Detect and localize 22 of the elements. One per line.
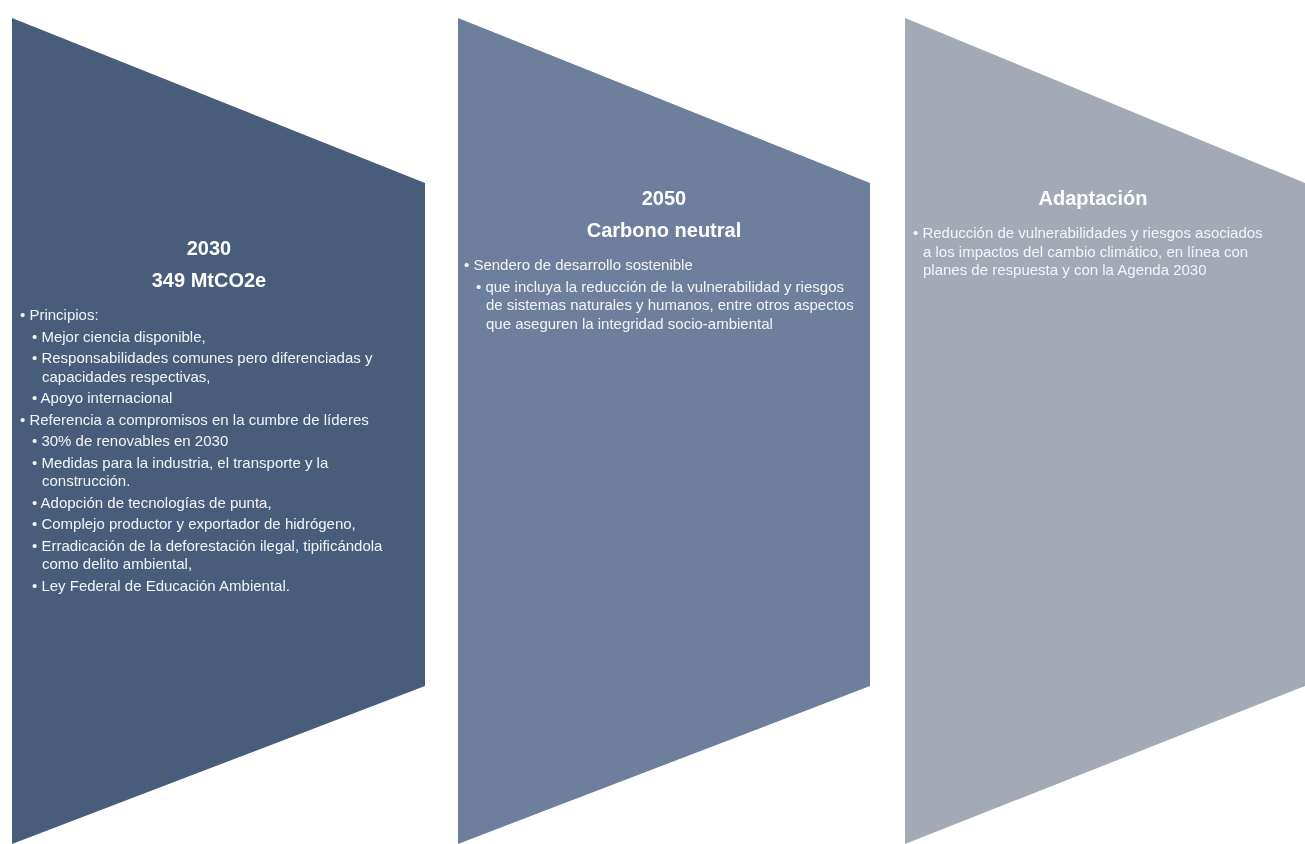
bullet-point: • Reducción de vulnerabilidades y riesgos asociados a los impactos del cambio climático, en línea con planes de respuesta y con la Agenda 2030 [913, 224, 1264, 280]
bullet-point: • Adopción de tecnologías de punta, [32, 493, 273, 512]
bullet-point: • Complejo productor y exportador de hidrógeno, [32, 515, 357, 534]
chevron-panel [458, 18, 870, 844]
bullet-point: • Medidas para la industria, el transporte y la construcción. [32, 453, 330, 491]
panel-heading: 2050 [640, 186, 688, 210]
bullet-point: • Apoyo internacional [32, 389, 174, 408]
bullet-point: • Mejor ciencia disponible, [32, 327, 207, 346]
bullet-point: • 30% de renovables en 2030 [32, 432, 230, 451]
bullet-point: • Ley Federal de Educación Ambiental. [32, 576, 291, 595]
panel-heading: Carbono neutral [585, 218, 743, 242]
panel-heading: 349 MtCO2e [150, 268, 268, 292]
bullet-point: • Responsabilidades comunes pero diferenciadas y capacidades respectivas, [32, 349, 374, 386]
chevron-panel [905, 18, 1305, 844]
bullet-point: • Principios: [20, 306, 100, 325]
panel-heading: Adaptación [1037, 186, 1149, 210]
panel-heading: 2030 [185, 236, 233, 260]
bullet-point: • Referencia a compromisos en la cumbre de líderes [20, 410, 370, 429]
bullet-point: • Erradicación de la deforestación ilegal, tipificándola como delito ambiental, [32, 536, 384, 574]
bullet-point: • Sendero de desarrollo sostenible [464, 256, 694, 275]
bullet-point: • que incluya la reducción de la vulnerabilidad y riesgos de sistemas naturales y humanos, entre otros aspectos que aseguren la integridad socio-ambiental [476, 277, 855, 333]
chevron-panel [12, 18, 425, 844]
